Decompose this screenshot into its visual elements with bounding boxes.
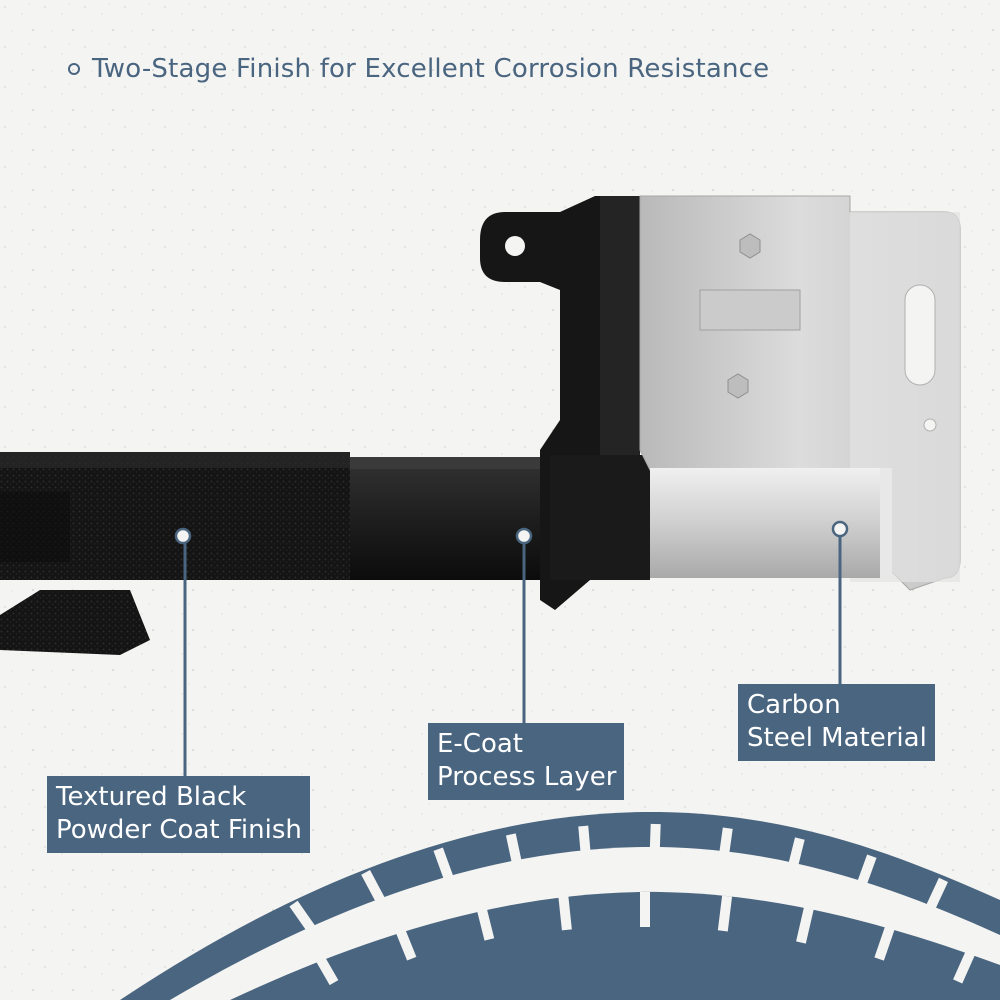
headline-bullet-icon: [68, 63, 80, 75]
headline-text: Two-Stage Finish for Excellent Corrosion…: [92, 54, 770, 84]
callout-powder-coat-line1: Textured Black: [56, 782, 247, 812]
callout-connectors: [183, 537, 842, 778]
callout-carbon-steel: Carbon Steel Material: [738, 684, 935, 761]
callout-dots: [174, 520, 849, 545]
callout-carbon-steel-line1: Carbon: [747, 690, 841, 720]
callout-ecoat-line2: Process Layer: [437, 762, 617, 792]
ecoat-bracket: [480, 196, 650, 610]
powder-coat-tube: [0, 452, 350, 655]
ecoat-tube: [350, 457, 550, 580]
headline: Two-Stage Finish for Excellent Corrosion…: [68, 54, 769, 84]
callout-ecoat-line1: E-Coat: [437, 729, 523, 759]
tire-track-decoration: [120, 811, 1000, 1000]
callout-carbon-steel-line2: Steel Material: [747, 723, 927, 753]
steel-bracket: [639, 195, 961, 591]
marker-ecoat: [515, 527, 533, 545]
marker-carbon-steel: [831, 520, 849, 538]
callout-powder-coat: Textured Black Powder Coat Finish: [47, 776, 310, 853]
marker-powder-coat: [174, 527, 192, 545]
callout-powder-coat-line2: Powder Coat Finish: [56, 815, 302, 845]
callout-ecoat: E-Coat Process Layer: [428, 723, 625, 800]
